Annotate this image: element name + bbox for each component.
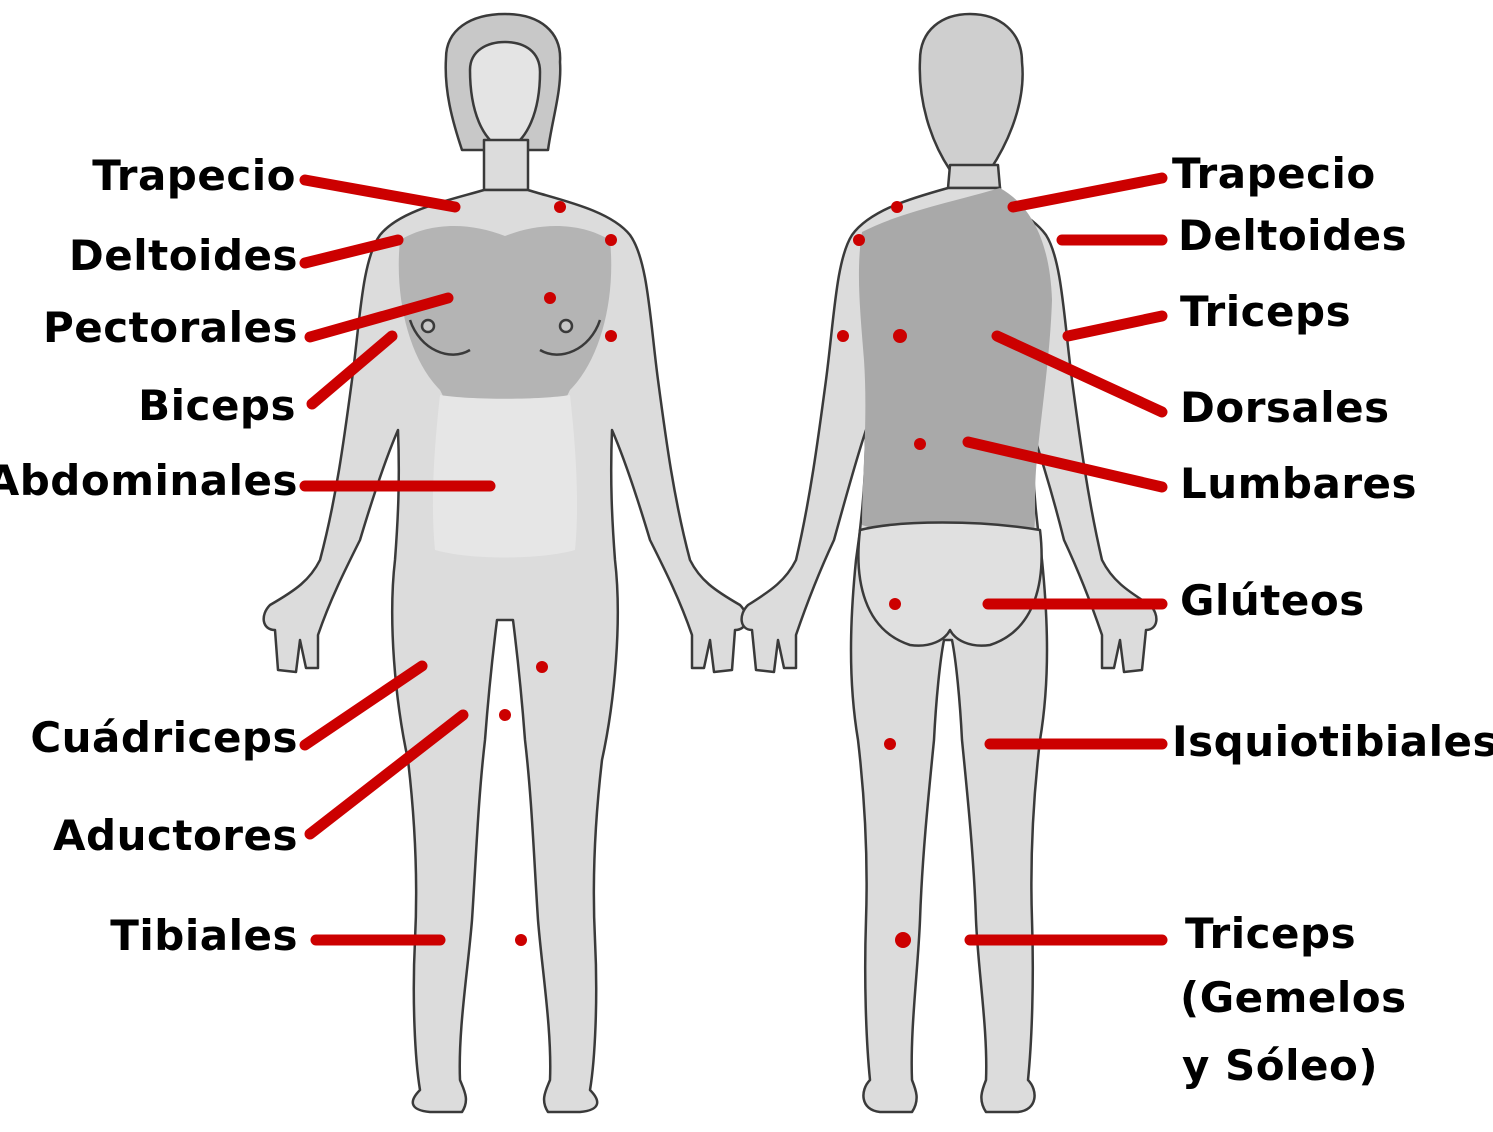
front-dot-tibiales: [515, 934, 527, 946]
label-back-isquiotibiales: Isquiotibiales: [1172, 717, 1493, 766]
front-dot-trapecio: [554, 201, 566, 213]
label-front-trapecio: Trapecio: [92, 151, 296, 200]
label-back-dorsales: Dorsales: [1180, 383, 1390, 432]
label-front-biceps: Biceps: [138, 381, 296, 430]
label-back-triceps-sural-3: y Sóleo): [1182, 1041, 1378, 1090]
label-back-triceps-sural-2: (Gemelos: [1180, 973, 1407, 1022]
label-front-abdominales: Abdominales: [0, 456, 298, 505]
back-buttocks: [858, 523, 1041, 646]
label-back-trapecio: Trapecio: [1172, 149, 1376, 198]
back-dot-isquiotibiales: [884, 738, 896, 750]
front-neck: [484, 140, 528, 190]
label-back-gluteos: Glúteos: [1180, 576, 1365, 625]
front-dot-deltoides: [605, 234, 617, 246]
label-front-pectorales: Pectorales: [43, 303, 298, 352]
back-dot-triceps: [837, 330, 849, 342]
back-dot-deltoides: [853, 234, 865, 246]
back-dot-gluteos: [889, 598, 901, 610]
label-back-triceps: Triceps: [1180, 287, 1351, 336]
front-dot-pectorales: [544, 292, 556, 304]
back-dot-lumbares: [914, 438, 926, 450]
label-back-lumbares: Lumbares: [1180, 459, 1417, 508]
front-nipple-left: [422, 320, 434, 332]
front-dot-aductores: [499, 709, 511, 721]
front-dot-cuadriceps: [536, 661, 548, 673]
back-dot-trapecio: [891, 201, 903, 213]
front-dot-biceps: [605, 330, 617, 342]
back-shade: [859, 188, 1052, 541]
back-dot-triceps-sural: [895, 932, 911, 948]
label-front-cuadriceps: Cuádriceps: [30, 713, 298, 762]
label-back-deltoides: Deltoides: [1178, 211, 1407, 260]
label-front-tibiales: Tibiales: [110, 911, 298, 960]
front-nipple-right: [560, 320, 572, 332]
back-neck: [948, 165, 1000, 188]
label-front-aductores: Aductores: [53, 811, 298, 860]
back-dot-dorsales: [893, 329, 907, 343]
label-back-triceps-sural-1: Triceps: [1185, 909, 1356, 958]
front-abdomen: [433, 395, 577, 558]
label-front-deltoides: Deltoides: [69, 231, 298, 280]
